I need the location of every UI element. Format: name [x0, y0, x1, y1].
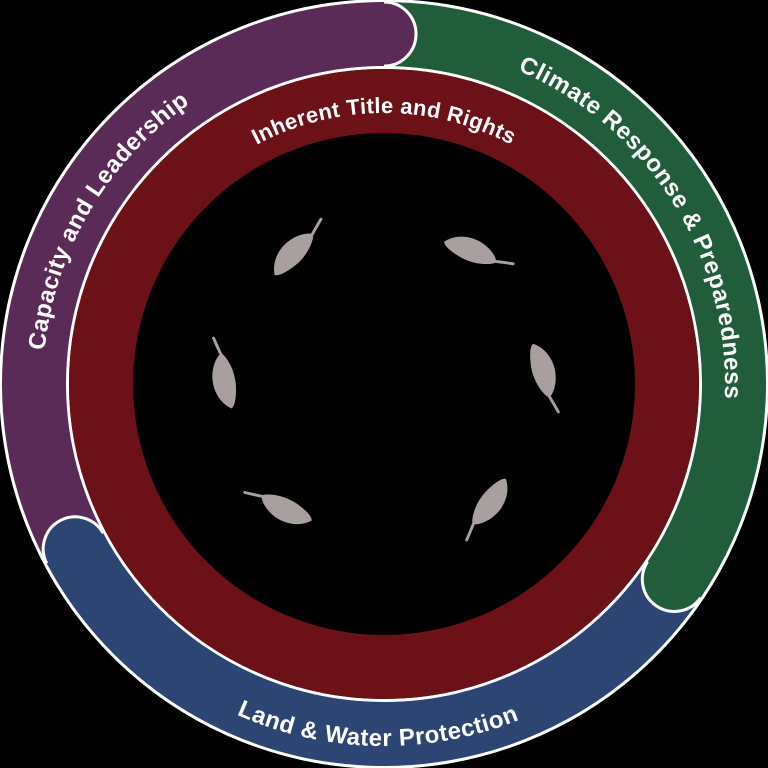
segment-cap-land [42, 516, 107, 581]
segment-cap-capacity [352, 2, 416, 66]
segment-cap-capacity-outline [383, 0, 418, 68]
segment-cap-climate [642, 547, 707, 612]
segment-cap-land-outline [41, 515, 105, 565]
segment-climate-response [383, 2, 766, 598]
inner-ring [69, 69, 699, 699]
segment-land-water [46, 533, 701, 766]
segment-cap-climate-outline [640, 561, 702, 613]
segment-capacity-leadership [2, 2, 385, 564]
